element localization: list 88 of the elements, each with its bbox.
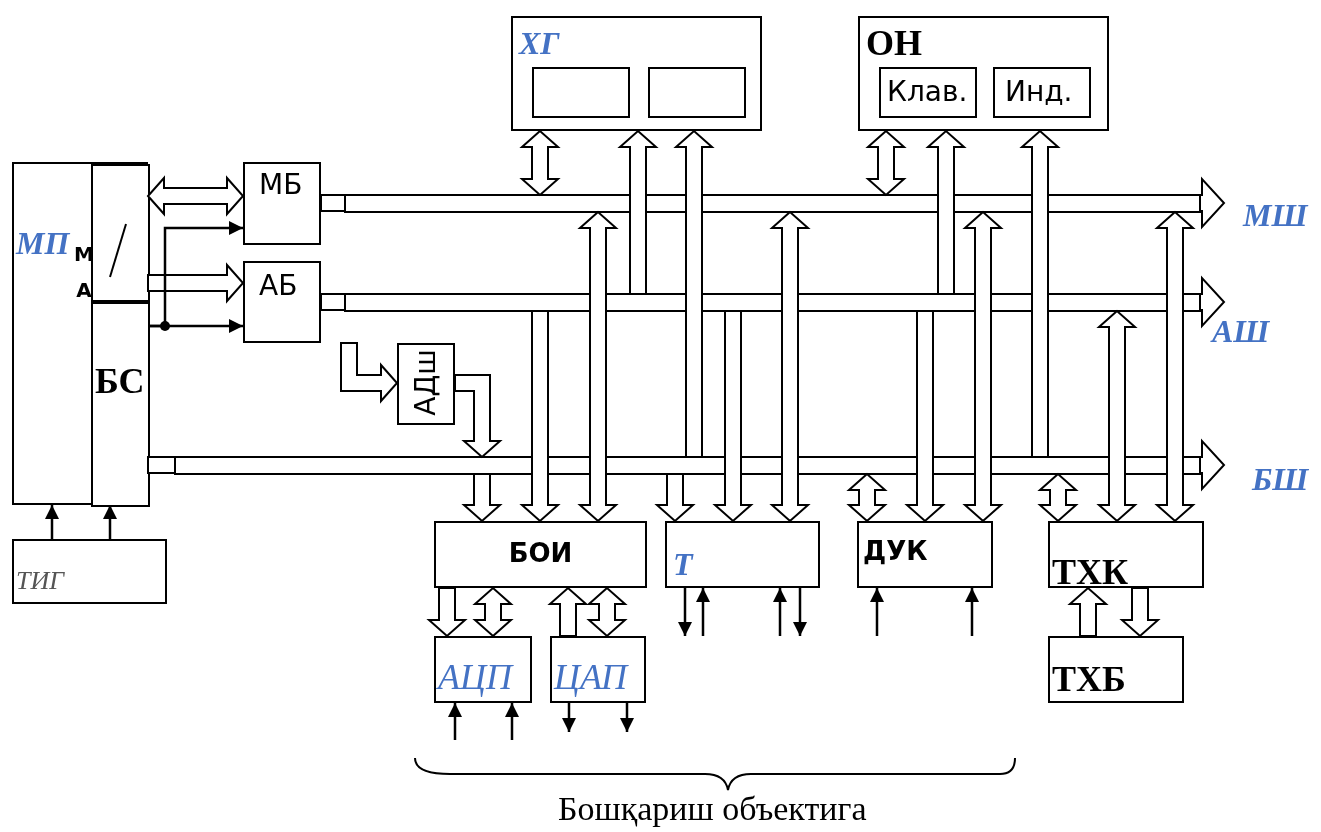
bus-label: МШ — [1243, 198, 1308, 234]
hollow-arrow — [1154, 210, 1196, 523]
block-label: БС — [95, 362, 145, 402]
hollow-arrow — [673, 129, 715, 458]
bus-connector — [320, 293, 346, 311]
empty-box — [532, 67, 630, 118]
arrow — [448, 703, 462, 740]
block-label: Инд. — [1005, 77, 1073, 108]
block-label: АДш — [411, 349, 442, 416]
hollow-arrow — [461, 473, 503, 523]
hollow-arrow — [586, 586, 628, 638]
hollow-arrow — [712, 310, 754, 523]
arrow — [696, 588, 710, 636]
block-label: ТИГ — [16, 567, 65, 596]
hollow-arrow — [519, 129, 561, 197]
hollow-arrow — [454, 374, 503, 459]
bus-label: АШ — [1212, 314, 1270, 350]
hollow-arrow — [1019, 129, 1061, 458]
hollow-arrow — [519, 310, 561, 523]
hollow-arrow — [426, 587, 468, 638]
block-label: ДУК — [863, 537, 928, 566]
hollow-arrow — [846, 472, 888, 523]
block-box — [1048, 521, 1204, 588]
hollow-arrow — [1199, 438, 1226, 492]
block-box — [879, 67, 977, 118]
empty-box — [648, 67, 746, 118]
arrow — [45, 505, 59, 539]
hollow-arrow — [1096, 309, 1138, 523]
block-label: МБ — [259, 170, 303, 201]
block-label: АБ — [259, 271, 298, 302]
block-box — [434, 636, 532, 703]
hollow-arrow — [962, 210, 1004, 523]
arrow — [505, 703, 519, 740]
block-label: ЦАП — [554, 658, 628, 698]
block-box — [434, 521, 647, 588]
block-box — [857, 521, 993, 588]
block-box — [858, 16, 1109, 131]
block-box — [511, 16, 762, 131]
bus-connector — [320, 194, 346, 212]
block-label: АЦП — [438, 658, 512, 698]
hollow-arrow — [340, 342, 399, 404]
arrow — [562, 703, 576, 732]
hollow-arrow — [547, 586, 589, 637]
hollow-arrow — [769, 210, 811, 523]
block-label: БОИ — [507, 539, 574, 568]
arrow — [678, 588, 692, 636]
block-box — [397, 343, 455, 425]
block-box — [665, 521, 820, 588]
hollow-arrow — [577, 210, 619, 523]
bus-connector — [147, 456, 176, 474]
hollow-arrow — [147, 262, 245, 304]
hollow-arrow — [1199, 176, 1226, 230]
arrow — [148, 319, 243, 333]
block-box — [993, 67, 1091, 118]
arrow — [103, 505, 117, 539]
block-label: ОН — [866, 24, 922, 64]
hollow-arrow — [1199, 275, 1226, 329]
block-box — [243, 261, 321, 343]
arrow — [620, 703, 634, 732]
bus-label: БШ — [1252, 462, 1309, 498]
bus-bar — [344, 194, 1201, 213]
block-label: ХГ — [519, 26, 560, 62]
arrow — [773, 588, 787, 636]
hollow-arrow — [1037, 472, 1079, 523]
hollow-arrow — [1119, 587, 1161, 638]
block-box — [12, 539, 167, 604]
block-label: МП — [16, 226, 70, 262]
block-box — [91, 302, 150, 507]
arrow — [793, 588, 807, 636]
block-box — [1048, 636, 1184, 703]
hollow-arrow — [617, 129, 659, 295]
block-label: Т — [673, 547, 693, 583]
hollow-arrow — [925, 129, 967, 295]
block-label: Клав. — [887, 77, 968, 108]
hollow-arrow — [472, 586, 514, 638]
arrow — [870, 588, 884, 636]
block-box — [550, 636, 646, 703]
hollow-arrow — [904, 310, 946, 523]
hollow-arrow — [1067, 586, 1109, 637]
block-label: ТХК — [1052, 553, 1129, 593]
block-box — [243, 162, 321, 245]
hollow-arrow — [146, 175, 245, 217]
note-text: Бошқариш объектига — [558, 790, 867, 828]
block-box — [12, 162, 148, 505]
block-label: ТХБ — [1052, 660, 1126, 700]
arrow — [965, 588, 979, 636]
hollow-arrow — [865, 129, 907, 197]
hollow-arrow — [654, 473, 696, 523]
